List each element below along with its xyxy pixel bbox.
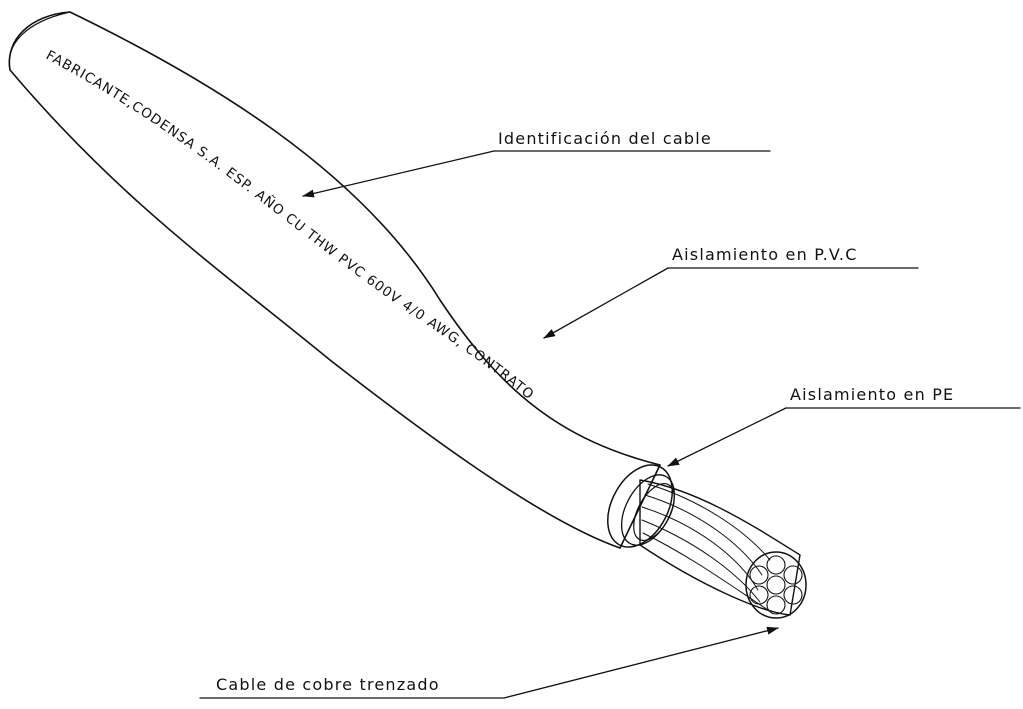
callout-copper-label: Cable de cobre trenzado [216, 675, 440, 694]
strand-line [642, 532, 769, 611]
leader-arrow [302, 150, 495, 198]
conductor-face [745, 551, 807, 619]
callout-identification-label: Identificación del cable [498, 129, 712, 148]
copper-conductor [639, 479, 807, 619]
insulation-rings [607, 464, 676, 548]
callout-identification: Identificación del cable [302, 129, 771, 198]
pe-ring-outer [620, 474, 676, 546]
strand-circle [749, 585, 769, 605]
strand-circle [783, 565, 803, 585]
strand-circle [766, 595, 786, 615]
callout-pvc-label: Aislamiento en P.V.C [672, 245, 858, 264]
callout-copper: Cable de cobre trenzado [199, 626, 779, 699]
jacket-outline [8, 11, 661, 549]
jacket-cut-end [8, 11, 71, 71]
strand-circle [766, 555, 786, 575]
conductor-body [639, 479, 801, 616]
cable-print-path: FABRICANTE,CODENSA S.A. ESP. AÑO CU THW … [43, 47, 536, 403]
strand-circle [783, 585, 803, 605]
strand-circles [749, 555, 803, 615]
strand-circle [749, 565, 769, 585]
cable-print-text: FABRICANTE,CODENSA S.A. ESP. AÑO CU THW … [43, 47, 537, 403]
strand-circle [766, 575, 786, 595]
leader-arrow [543, 267, 669, 339]
pvc-ring [607, 464, 673, 548]
leader-arrow [503, 626, 779, 699]
cable-jacket [8, 11, 661, 549]
callout-pvc: Aislamiento en P.V.C [543, 245, 919, 339]
callout-pe: Aislamiento en PE [667, 385, 1021, 467]
strand-line [647, 483, 771, 561]
leader-arrow [667, 407, 787, 467]
strand-line [644, 494, 763, 576]
callout-pe-label: Aislamiento en PE [790, 385, 954, 404]
